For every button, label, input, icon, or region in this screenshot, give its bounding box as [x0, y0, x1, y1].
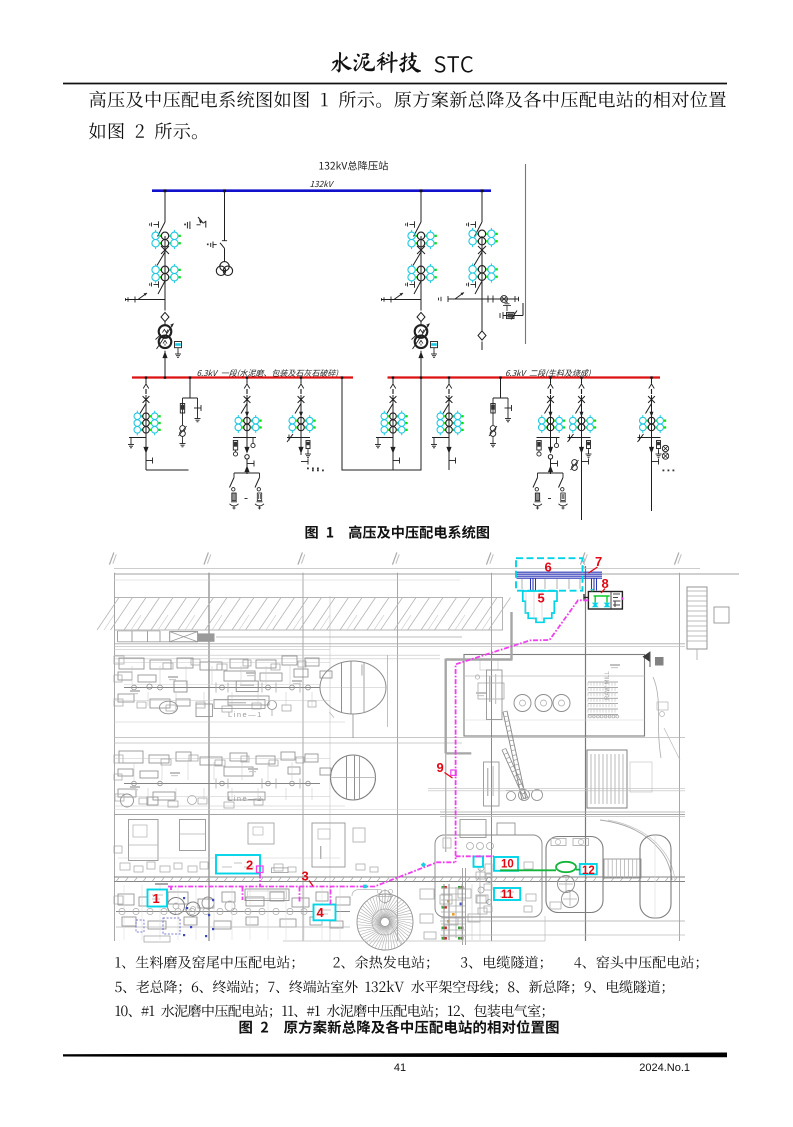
svg-text:6: 6 [545, 560, 552, 575]
svg-text:3: 3 [302, 869, 309, 884]
svg-text:12: 12 [582, 865, 595, 877]
svg-text:2024.No.1: 2024.No.1 [639, 1062, 690, 1074]
svg-text:41: 41 [394, 1062, 406, 1074]
svg-text:9: 9 [437, 760, 444, 775]
svg-text:Line—2: Line—2 [228, 794, 263, 803]
svg-text:Line—1: Line—1 [228, 710, 263, 719]
svg-text:1: 1 [153, 891, 160, 906]
svg-text:5: 5 [538, 591, 545, 606]
svg-text:RAW MILL: RAW MILL [605, 671, 611, 700]
svg-text:10: 10 [501, 859, 514, 871]
svg-text:4: 4 [317, 905, 325, 920]
svg-text:11: 11 [501, 889, 514, 901]
svg-text:7: 7 [595, 554, 602, 569]
svg-text:8: 8 [602, 576, 609, 591]
svg-text:2: 2 [246, 858, 253, 873]
